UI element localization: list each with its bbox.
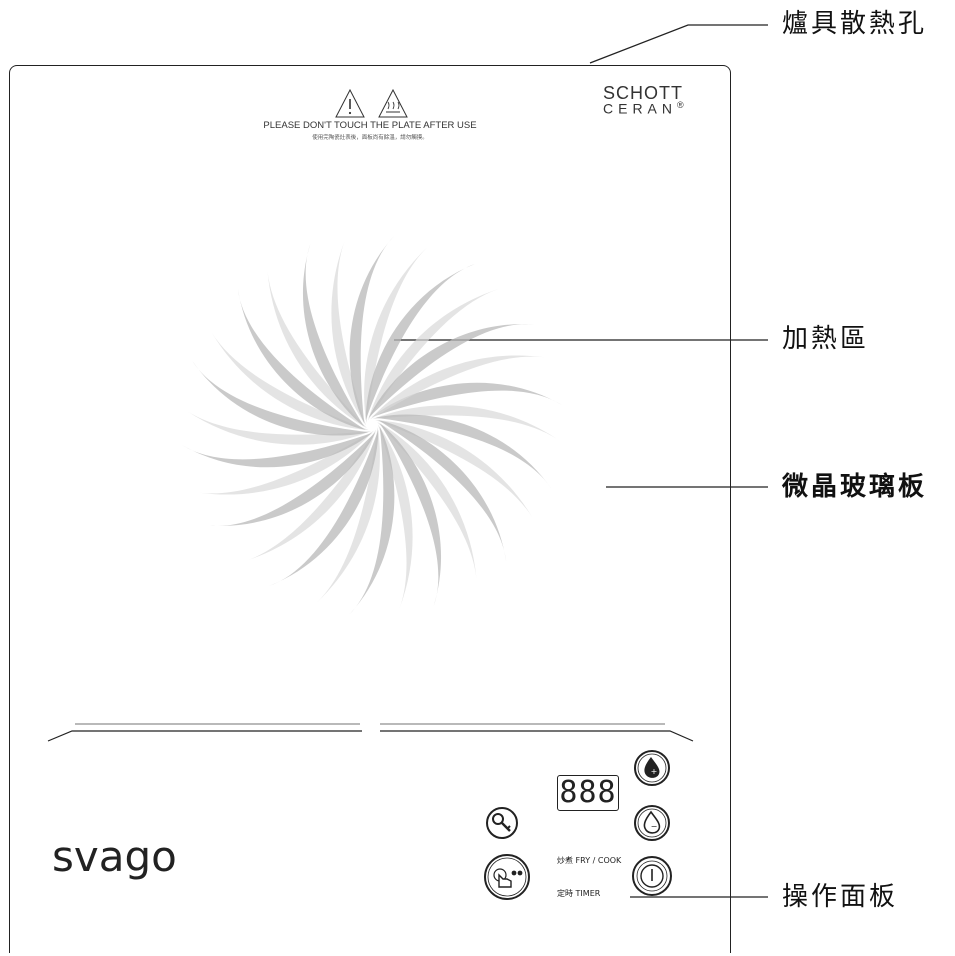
warning-text-zh: 使用完陶瓷灶表後，面板尚有餘溫，請勿觸摸。 xyxy=(312,135,428,141)
glass-plate-callout-label: 微晶玻璃板 xyxy=(782,472,928,502)
power-icon xyxy=(632,856,672,896)
power-down-icon: − xyxy=(634,805,670,841)
glass-brand-name: CERAN xyxy=(603,100,678,117)
swirl-petal xyxy=(192,360,369,436)
svg-text:+: + xyxy=(651,767,658,776)
lock-key-icon xyxy=(486,807,518,839)
swirl-petal xyxy=(302,244,365,427)
swirl-petal-highlight xyxy=(331,241,367,426)
heating-zone-callout-label: 加熱區 xyxy=(782,324,870,354)
swirl-petal-highlight xyxy=(364,247,427,423)
swirl-petal-highlight xyxy=(370,355,545,420)
swirl-petal xyxy=(365,263,475,421)
swirl-petal xyxy=(349,235,395,424)
glass-brand-line1: SCHOTT xyxy=(603,83,683,103)
brand-logo: svago xyxy=(52,832,177,881)
swirl-petal xyxy=(372,382,562,417)
vent-callout-label: 爐具散熱孔 xyxy=(782,9,928,39)
panel-divider-left xyxy=(47,730,362,742)
swirl-petal xyxy=(368,324,535,418)
swirl-petal-highlight xyxy=(187,411,372,445)
swirl-petal xyxy=(269,429,379,587)
swirl-petal-highlight xyxy=(372,405,557,439)
touch-hand-icon xyxy=(484,854,530,900)
timer-label: 定時 TIMER xyxy=(557,889,601,898)
swirl-petal xyxy=(379,423,442,606)
control-panel-callout-label: 操作面板 xyxy=(782,882,899,912)
swirl-petal xyxy=(182,433,372,468)
swirl-petal xyxy=(209,432,376,526)
warning-icon xyxy=(335,88,365,118)
swirl-petal-highlight xyxy=(199,430,374,495)
swirl-petal xyxy=(375,414,552,490)
cooktop-outline xyxy=(9,65,731,953)
registered-mark: ® xyxy=(677,100,684,110)
swirl-petal-highlight xyxy=(377,424,413,609)
svg-text:−: − xyxy=(651,822,658,831)
warning-text-en: PLEASE DON'T TOUCH THE PLATE AFTER USE xyxy=(263,120,477,131)
hot-surface-icon xyxy=(378,88,408,118)
swirl-petal xyxy=(349,426,395,615)
glass-brand-line2: CERAN® xyxy=(603,100,684,117)
heating-zone-swirl xyxy=(182,235,562,615)
swirl-petal-highlight xyxy=(317,427,380,603)
digital-display: 888 xyxy=(557,775,619,811)
vent-leader-line xyxy=(589,24,768,64)
panel-divider-right xyxy=(380,730,694,742)
fry-cook-label: 炒煮 FRY / COOK xyxy=(557,856,622,865)
power-up-icon: + xyxy=(634,750,670,786)
